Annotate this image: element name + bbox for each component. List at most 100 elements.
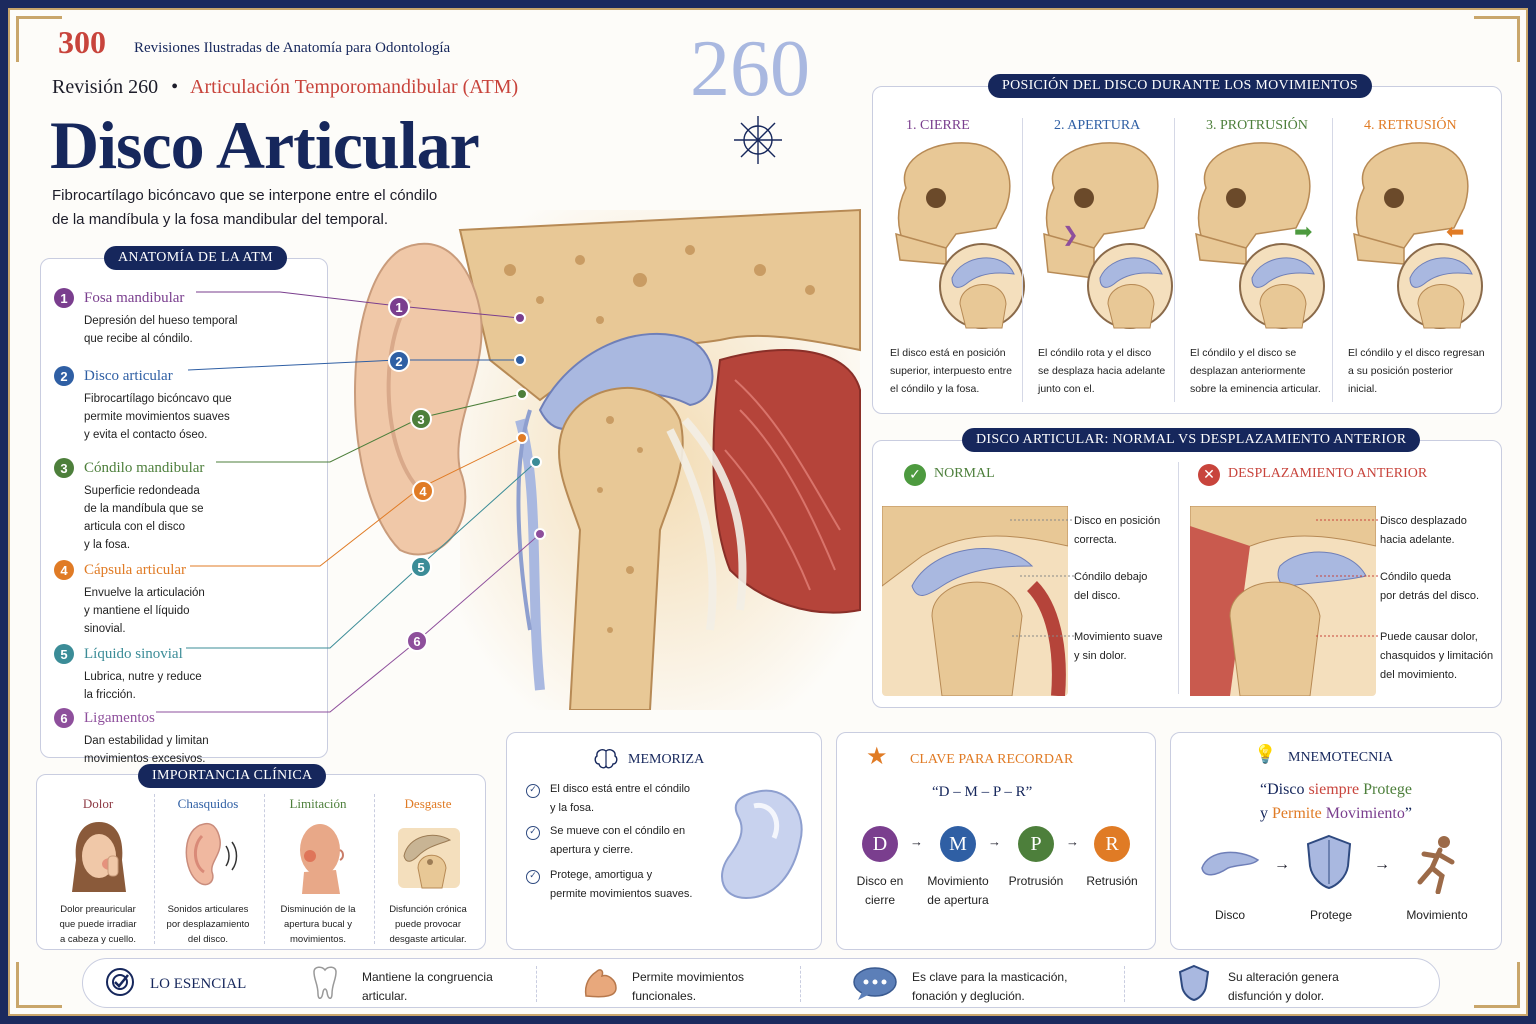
intro-line-2: de la mandíbula y la fosa mandibular del… (52, 211, 389, 228)
clinical-divider (264, 794, 265, 944)
clinical-divider (374, 794, 375, 944)
disc-icon (1201, 851, 1260, 876)
position-desc-line: sobre la eminencia articular. (1190, 383, 1321, 395)
position-desc-line: El disco está en posición (890, 347, 1006, 359)
anatomy-number-4: 4 (54, 560, 74, 580)
marker-dot-6 (534, 528, 546, 540)
clave-line: Retrusión (1086, 874, 1138, 888)
essentials-bar (82, 958, 1440, 1008)
anatomy-number-5: 5 (54, 644, 74, 664)
compare-header: DISCO ARTICULAR: NORMAL vs DESPLAZAMIENT… (962, 428, 1421, 452)
normal-joint-image (882, 506, 1068, 696)
anatomy-desc-line: Dan estabilidad y limitan (84, 735, 209, 747)
checkmark-icon: ✓ (526, 870, 540, 884)
clinical-desc-line: que puede irradiar (59, 919, 137, 930)
clave-arrow: → (988, 834, 1001, 849)
tmj-illustration (354, 208, 861, 710)
memoriza-item-2: Se mueve con el cóndilo en apertura y cie… (550, 822, 685, 860)
anatomy-desc-line: articula con el disco (84, 521, 185, 533)
mnemo-label-disco: Disco (1214, 908, 1245, 922)
memoriza-line: apertura y cierre. (550, 844, 634, 856)
clave-line: Disco en (856, 874, 904, 888)
clinical-desc-line: Dolor preauricular (60, 904, 136, 915)
position-desc-line: El cóndilo y el disco regresan (1348, 347, 1485, 359)
anatomy-desc-line: la fricción. (84, 689, 136, 701)
position-title-3: 3. PROTRUSIÓN (1206, 118, 1308, 133)
protrusion-arrow-icon: ➡ (1294, 220, 1313, 245)
anatomy-desc-line: que recibe al cóndilo. (84, 333, 193, 345)
clinical-desc-line: Sonidos articulares (167, 904, 249, 915)
memoriza-line: y la fosa. (550, 802, 595, 814)
clinical-desc-line: movimientos. (290, 934, 346, 945)
anatomy-title-4: Cápsula articular (84, 562, 187, 578)
anatomy-desc-line: permite movimientos suaves (84, 411, 230, 423)
revision-line: Revisión 260 • Articulación Temporomandi… (52, 76, 518, 99)
anatomy-number-3: 3 (54, 458, 74, 478)
position-divider (1022, 118, 1023, 402)
anatomy-title-5: Líquido sinovial (84, 646, 183, 662)
revision-label: Revisión 260 (52, 76, 159, 98)
position-skull-image-1 (895, 142, 1025, 329)
position-title-2: 2. APERTURA (1054, 118, 1141, 133)
mnemo-arrow-2: → (1374, 856, 1390, 873)
clave-letter-P: P (1018, 826, 1054, 862)
infographic-page: 300 Revisiones Ilustradas de Anatomía pa… (8, 8, 1528, 1016)
essentials-title: LO ESENCIAL (150, 976, 247, 992)
revision-topic: Articulación Temporomandibular (ATM) (190, 76, 519, 98)
star-icon: ★ (866, 742, 888, 770)
position-divider (1174, 118, 1175, 402)
revision-bullet: • (171, 76, 179, 98)
position-divider (1332, 118, 1333, 402)
clinical-desc-line: del disco. (187, 934, 229, 945)
anatomy-desc-line: Fibrocartílago bicóncavo que (84, 393, 232, 405)
anatomy-number-1: 1 (54, 288, 74, 308)
callout-6: 6 (406, 630, 428, 652)
mnemo-arrow-1: → (1274, 856, 1290, 873)
memoriza-line: Se mueve con el cóndilo en (550, 825, 686, 837)
displaced-title: DESPLAZAMIENTO ANTERIOR (1228, 466, 1428, 481)
clave-arrow: → (1066, 834, 1079, 849)
callout-5: 5 (410, 556, 432, 578)
marker-dot-2 (514, 354, 526, 366)
shield-icon (1306, 834, 1352, 890)
anatomy-desc-6: Dan estabilidad y limitan movimientos exc… (84, 732, 209, 768)
position-desc-line: se desplaza hacia adelante (1038, 365, 1166, 377)
clinical-desc-line: apertura bucal y (283, 919, 353, 930)
mnemo-label-protege: Protege (1309, 908, 1353, 922)
clave-letter-R: R (1094, 826, 1130, 862)
clave-letter-M: M (940, 826, 976, 862)
clinical-desc-line: Disfunción crónica (389, 904, 467, 915)
anatomy-desc-2: Fibrocartílago bicóncavo que permite movi… (84, 390, 232, 444)
mnemo-phrase: “Disco siempre Protege y Permite Movimie… (1260, 781, 1412, 822)
anatomy-desc-line: y mantiene el líquido (84, 605, 190, 617)
position-desc-1: El disco está en posición superior, inter… (890, 344, 1012, 398)
position-skull-image-3 (1195, 142, 1325, 329)
anatomy-desc-line: movimientos excesivos. (84, 753, 206, 765)
essentials-sep-1 (536, 966, 537, 1002)
woman-pain-image (72, 822, 126, 892)
clinical-desc-line: por desplazamiento (166, 919, 250, 930)
clave-line: de apertura (927, 893, 989, 907)
marker-dot-1 (514, 312, 526, 324)
callout-1: 1 (388, 296, 410, 318)
marker-dot-5 (530, 456, 542, 468)
tooth-icon (310, 966, 340, 1007)
position-desc-line: superior, interpuesto entre (890, 365, 1012, 377)
intro-text: Fibrocartílago bicóncavo que se interpon… (52, 184, 437, 232)
flexed-arm-icon (584, 969, 617, 998)
normal-title: NORMAL (934, 466, 995, 481)
clave-label-P: Protrusión (996, 872, 1076, 891)
